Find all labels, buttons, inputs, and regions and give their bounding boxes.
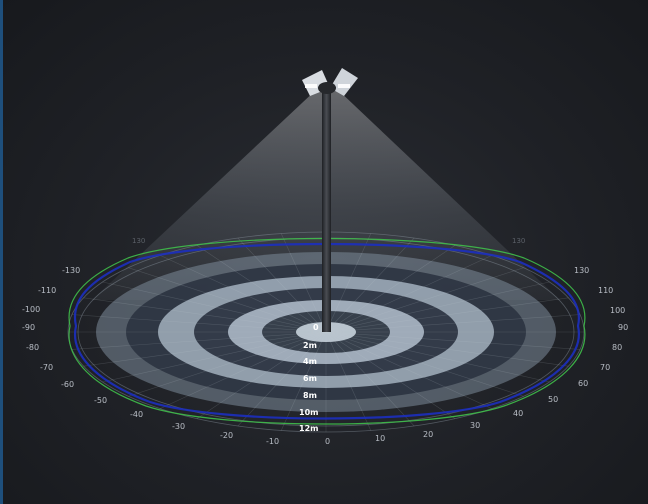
polar-spoke [325, 233, 372, 333]
angle-label-60: 60 [578, 379, 588, 388]
angle-label-minus-90: -90 [22, 323, 35, 332]
polar-spoke [280, 233, 327, 333]
polar-spoke [196, 331, 327, 419]
polar-spoke [325, 267, 524, 333]
distance-scale: 0 2m 4m 6m 8m 10m 12m [299, 323, 319, 433]
polar-spoke [280, 331, 327, 431]
polar-spoke [325, 237, 415, 333]
angle-label-minus-30: -30 [172, 422, 185, 431]
polar-spoke [325, 297, 569, 333]
polar-spoke [325, 331, 524, 397]
distance-label-6m: 6m [303, 374, 317, 383]
angle-label-50: 50 [548, 395, 558, 404]
angle-labels-faint: 130 130 [132, 237, 525, 245]
polar-spoke [325, 314, 581, 333]
distance-label-8m: 8m [303, 391, 317, 400]
angle-label-minus-70: -70 [40, 363, 53, 372]
left-edge-strip [0, 0, 3, 504]
polar-spoke [71, 314, 327, 333]
angle-label-40: 40 [513, 409, 523, 418]
polar-spoke [237, 237, 327, 333]
distance-label-4m: 4m [303, 357, 317, 366]
angle-label-100: 100 [610, 306, 625, 315]
angle-label-minus-100: -100 [22, 305, 40, 314]
angle-label-minus-20: -20 [220, 431, 233, 440]
polar-spoke [160, 255, 327, 333]
angle-label-30: 30 [470, 421, 480, 430]
angle-label-20: 20 [423, 430, 433, 439]
angle-label-minus-60: -60 [61, 380, 74, 389]
angle-labels-right: 0 10 20 30 40 50 60 70 80 90 100 110 130 [325, 266, 628, 446]
polar-spoke [128, 267, 327, 333]
polar-spoke [325, 245, 456, 333]
angle-label-minus-130: -130 [62, 266, 80, 275]
distance-label-10m: 10m [299, 408, 318, 417]
polar-spoke [102, 281, 327, 333]
angle-label-minus-50: -50 [94, 396, 107, 405]
polar-spoke [83, 297, 327, 333]
polar-spoke [325, 331, 415, 427]
polar-spoke [196, 245, 327, 333]
angle-label-110: 110 [598, 286, 613, 295]
angle-label-minus-10: -10 [266, 437, 279, 446]
angle-label-minus-110: -110 [38, 286, 56, 295]
angle-label-minus-40: -40 [130, 410, 143, 419]
polar-spoke [325, 255, 492, 333]
polar-spoke [160, 331, 327, 409]
polar-spoke [325, 331, 372, 431]
angle-label-80: 80 [612, 343, 622, 352]
polar-spokes [68, 232, 584, 432]
angle-label-0: 0 [325, 437, 330, 446]
polar-spoke [71, 331, 327, 350]
distance-label-2m: 2m [303, 341, 317, 350]
pole-icon [322, 92, 331, 332]
lamp-head-icon [302, 68, 358, 96]
faint-angle-label-left: 130 [132, 237, 145, 245]
polar-spoke [128, 331, 327, 397]
polar-spoke [325, 331, 550, 383]
angle-label-130: 130 [574, 266, 589, 275]
polar-spoke [102, 331, 327, 383]
distance-label-12m: 12m [299, 424, 318, 433]
polar-spoke [325, 331, 456, 419]
angle-label-90: 90 [618, 323, 628, 332]
polar-spoke [325, 331, 569, 367]
polar-spoke [237, 331, 327, 427]
photometric-curve-green [68, 237, 586, 425]
polar-spoke [325, 281, 550, 333]
angle-labels-left: -10 -20 -30 -40 -50 -60 -70 -80 -90 -100… [22, 266, 279, 446]
photometric-curve-blue [73, 242, 580, 420]
distance-label-0: 0 [313, 323, 319, 332]
polar-spoke [325, 331, 581, 350]
faint-angle-label-right: 130 [512, 237, 525, 245]
angle-label-70: 70 [600, 363, 610, 372]
angle-label-10: 10 [375, 434, 385, 443]
polar-spoke [83, 331, 327, 367]
angle-label-minus-80: -80 [26, 343, 39, 352]
polar-spoke [325, 331, 492, 409]
